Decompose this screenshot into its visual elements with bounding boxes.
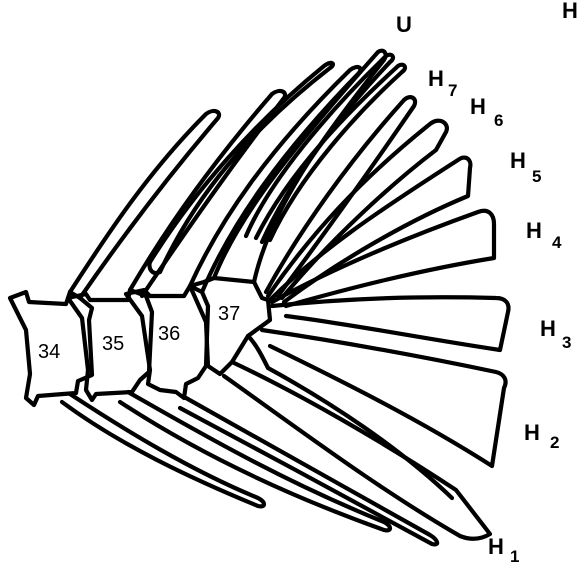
hypural-6-label-letter: H: [470, 94, 486, 119]
hypural-4-label-letter: H: [526, 218, 542, 243]
hypural-5-label-number: 5: [532, 167, 541, 186]
hypural-5-label-letter: H: [510, 148, 526, 173]
vertebra-36-haemal-spine: [180, 398, 437, 544]
urostyle-label: U: [396, 12, 412, 37]
vertebra-35-label: 35: [102, 333, 124, 355]
hypural-2-label-number: 2: [550, 433, 559, 452]
vertebra-37-label: 37: [218, 303, 240, 325]
hypural-7-label-number: 7: [448, 81, 457, 100]
hypural-3: [272, 297, 509, 350]
hypural-7-label-letter: H: [428, 66, 444, 91]
vertebra-36-label: 36: [158, 323, 180, 345]
hypural-1-label-number: 1: [510, 547, 519, 566]
hypural-6-label-number: 6: [494, 111, 503, 130]
hypural-1-label-letter: H: [488, 534, 504, 559]
vertebra-34-label: 34: [38, 341, 60, 363]
hypural-4-label-number: 4: [552, 233, 562, 252]
hypural-3-label-letter: H: [540, 316, 556, 341]
corner-label: H: [562, 0, 578, 23]
hypural-3-label-number: 3: [562, 333, 571, 352]
hypural-2-label-letter: H: [524, 420, 540, 445]
vertebra-37: [190, 51, 405, 374]
